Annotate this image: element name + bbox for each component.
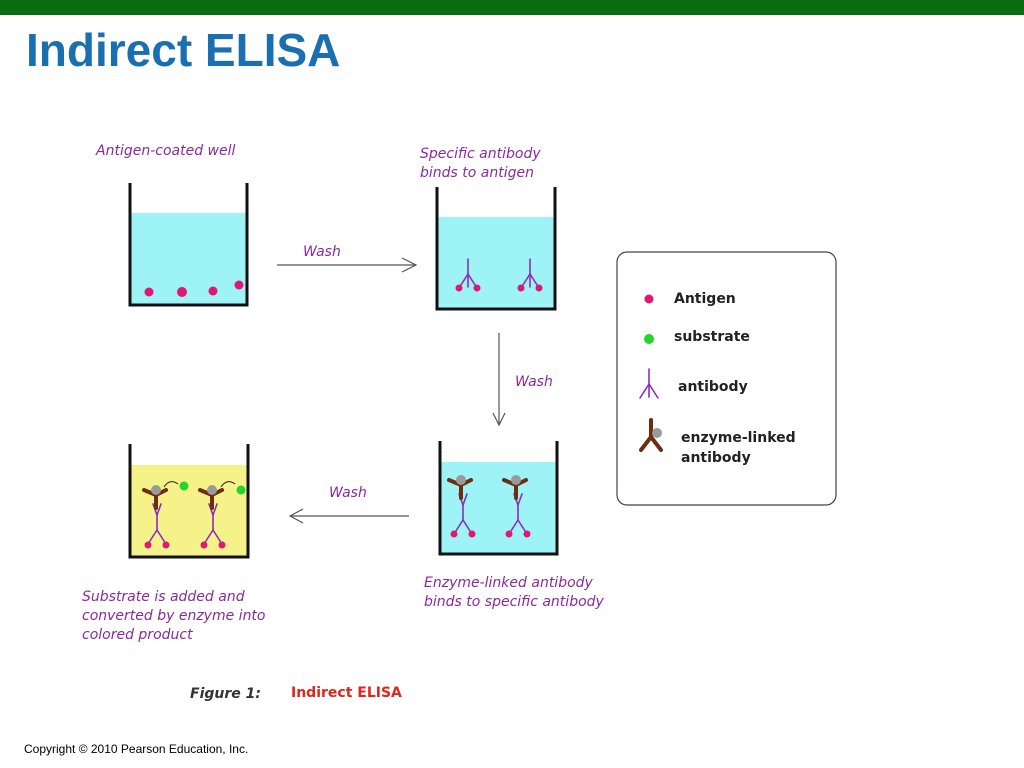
- wash-arrow-left: [288, 508, 409, 524]
- step4-caption: Substrate is added and converted by enzy…: [82, 589, 270, 643]
- step1-caption: Antigen-coated well: [95, 143, 235, 159]
- legend-enzyme-linked: enzyme-linked antibody: [681, 430, 801, 466]
- figure-label: Figure 1:: [190, 686, 261, 702]
- substrate-icon: [644, 334, 654, 344]
- step3-caption: Enzyme-linked antibody binds to specific…: [424, 575, 605, 610]
- legend-antibody: antibody: [678, 379, 748, 395]
- antigen-icon: [644, 294, 654, 304]
- step2-caption: Specific antibody binds to antigen: [420, 146, 545, 181]
- figure-title: Indirect ELISA: [291, 685, 402, 701]
- well-enzyme-linked-bound: [438, 441, 559, 556]
- wash-label-2: Wash: [515, 374, 553, 390]
- wash-label-3: Wash: [329, 485, 367, 501]
- enzyme-antibody-icon: [639, 418, 663, 452]
- legend-antigen: Antigen: [674, 291, 736, 307]
- slide-title: Indirect ELISA: [26, 24, 341, 76]
- legend-substrate: substrate: [674, 329, 750, 345]
- wash-label-1: Wash: [303, 244, 341, 260]
- well-antibody-bound: [435, 187, 557, 311]
- wash-arrow-down: [492, 333, 506, 427]
- wash-arrow-right: [277, 257, 418, 273]
- well-antigen-coated: [128, 183, 249, 307]
- top-bar: [0, 0, 1024, 15]
- antigen-dots: [144, 280, 244, 297]
- well-colored-product: [128, 444, 250, 559]
- copyright-notice: Copyright © 2010 Pearson Education, Inc.: [24, 742, 249, 756]
- legend-box: Antigen substrate antibody enzyme-linked…: [616, 251, 837, 506]
